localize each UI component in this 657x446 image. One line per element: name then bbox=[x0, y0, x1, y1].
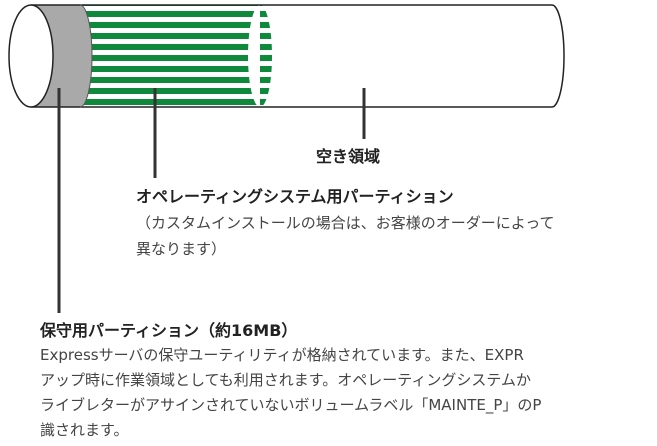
maintenance-partition-description: Expressサーバの保守ユーティリティが格納されています。また、EXPR アッ… bbox=[40, 343, 541, 443]
maintenance-desc-line: アップ時に作業領域としても利用されます。オペレーティングシステムか bbox=[40, 371, 531, 389]
cylinder-front-face bbox=[8, 4, 54, 108]
free-space-segment bbox=[260, 5, 552, 107]
os-desc-line: 異なります） bbox=[136, 240, 227, 258]
cylinder-back-face bbox=[551, 4, 565, 108]
os-partition-segment bbox=[80, 5, 260, 107]
os-desc-line: （カスタムインストールの場合は、お客様のオーダーによって bbox=[136, 214, 555, 232]
free-space-label: 空き領域 bbox=[316, 147, 381, 166]
os-partition-title: オペレーティングシステム用パーティション bbox=[136, 187, 454, 206]
maintenance-desc-line: ライブレターがアサインされていないボリュームラベル「MAINTE_P」のP bbox=[40, 396, 542, 414]
maintenance-partition-title: 保守用パーティション（約16MB） bbox=[40, 321, 298, 340]
maintenance-desc-line: Expressサーバの保守ユーティリティが格納されています。また、EXPR bbox=[40, 346, 524, 364]
maintenance-desc-line: 識されます。 bbox=[40, 421, 129, 439]
os-partition-description: （カスタムインストールの場合は、お客様のオーダーによって 異なります） bbox=[136, 210, 555, 262]
